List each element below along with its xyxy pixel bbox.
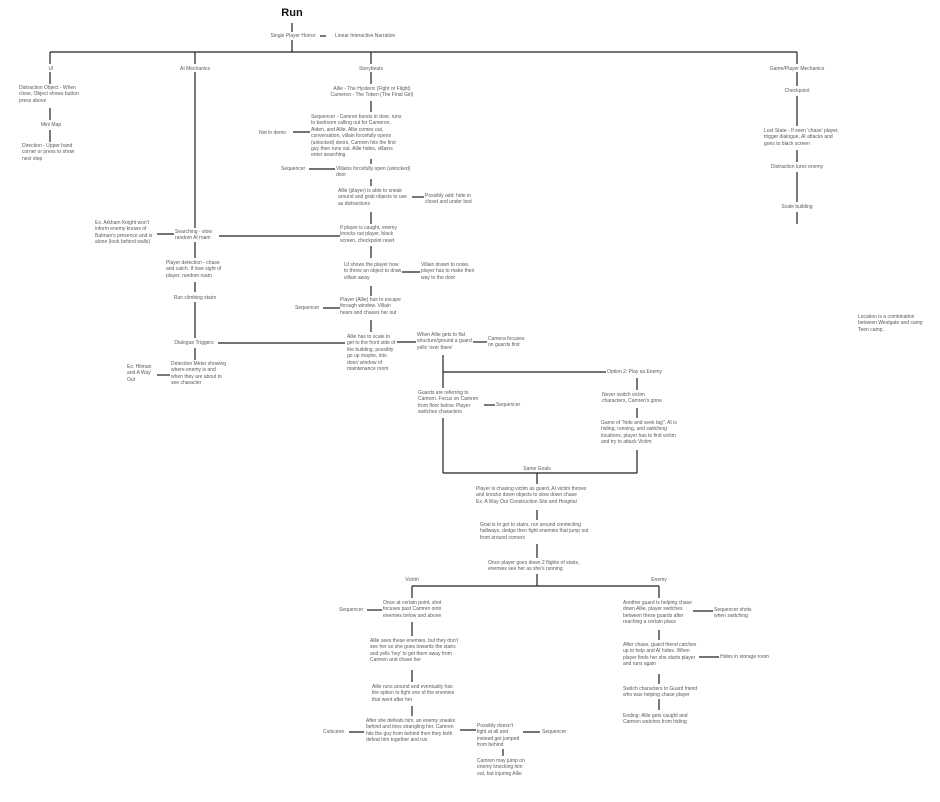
victim-shot-focus: Once at certain point, shot focuses past…	[383, 600, 449, 620]
victim-camren-jump: Camren may jump on enemy knocking him ou…	[477, 758, 531, 778]
story-sequencer-opening: Sequencer - Camren bursts in door, runs …	[311, 114, 403, 159]
victim-defeats-enemy: After she defeats him, an enemy sneaks b…	[366, 718, 460, 744]
victim-cutscene-label: Cutscene	[323, 729, 349, 736]
enemy-switch-characters: Switch characters to Guard friend who wa…	[623, 686, 699, 699]
game-distraction-lures: Distraction lures enemy	[766, 164, 828, 171]
branch-game-mechanics: Game/Player Mechanics	[762, 66, 832, 73]
story-sequencer-label-3: Sequencer	[295, 305, 323, 312]
story-villains-open-door: Villains forcefully open (unlocked) door	[336, 166, 416, 179]
story-victim-label: Victim	[398, 577, 426, 584]
story-hide-closet: Possibly add: hide in closet and under b…	[425, 193, 479, 206]
story-guards-refer: Guards are referring to Camren. Focus on…	[418, 390, 484, 416]
victim-allie-runs: Allie runs around and eventually has the…	[372, 684, 456, 704]
branch-ui: UI	[40, 66, 62, 73]
subtitle-tag: Linear Interactive Narration	[335, 33, 405, 40]
enemy-after-chase: After chase, guard friend catches up to …	[623, 642, 699, 668]
ai-run-climbing-stairs: Run climbing stairs	[166, 295, 224, 302]
story-scale-building: Allie has to scale to get to the front s…	[347, 334, 397, 373]
story-villain-drawn: Villain drawn to noise, player has to ma…	[421, 262, 479, 282]
ui-direction: Direction - Upper hand corner or press t…	[22, 143, 84, 163]
story-chasing-victim: Player is chasing victim as guard, AI vi…	[476, 486, 596, 506]
enemy-sequencer-shots: Sequencer shots when switching	[714, 607, 758, 620]
victim-sequencer-label-2: Sequencer	[542, 729, 570, 736]
story-player-caught: If player is caught, enemy knocks out pl…	[340, 225, 402, 245]
story-enemy-label: Enemy	[644, 577, 674, 584]
ai-searching: Searching - slow random AI roam	[175, 229, 219, 242]
game-checkpoint: Checkpoint	[780, 88, 814, 95]
branch-ai-mechanics: AI Mechanics	[170, 66, 220, 73]
ai-detection-meter: Detection Meter showing where enemy is a…	[171, 361, 227, 387]
branch-storybeats: Storybeats	[349, 66, 393, 73]
story-escape-window: Player (Allie) has to escape through win…	[340, 297, 404, 317]
story-same-goals: Same Goals	[518, 466, 556, 473]
victim-sequencer-label: Sequencer	[339, 607, 367, 614]
ai-hitman-example: Ex. Hitman and A Way Out	[127, 364, 157, 384]
victim-allie-sees: Allie sees these enemies, but they don't…	[370, 638, 460, 664]
story-sequencer-label-4: Sequencer	[496, 402, 524, 409]
story-down-stairs: Once player goes down 2 flights of stair…	[488, 560, 588, 573]
story-ui-throw: UI shows the player how to throw an obje…	[344, 262, 402, 282]
story-allie-sneak: Allie (player) is able to sneak around a…	[338, 188, 412, 208]
game-lost-state: Lost State - If seen 'chase' player, tri…	[764, 128, 840, 148]
ai-dialogue-triggers: Dialogue Triggers	[170, 340, 218, 347]
ai-arkham-example: Ex. Arkham Knight won't inform enemy kno…	[95, 220, 157, 246]
story-sequencer-label-2: Sequencer	[281, 166, 309, 173]
subtitle: Single Player Horror	[266, 33, 320, 40]
story-option-2: Option 2: Play as Enemy	[607, 369, 667, 376]
ai-player-detection: Player detection - chase and catch. If l…	[166, 260, 224, 280]
story-hide-and-seek: Game of "hide and seek tag". AI is hidin…	[601, 420, 677, 446]
story-goal-stairs: Goal is to get to stairs, run around con…	[480, 522, 594, 542]
story-not-in-demo: Not in demo	[259, 130, 293, 137]
game-scale-building: Scale building	[776, 204, 818, 211]
story-camera-focus: Camera focuses on guards first	[488, 336, 530, 349]
location-note: Location is a combination between Westga…	[858, 314, 934, 334]
victim-possibly-jumped: Possibly doesn't fight at all and instea…	[477, 723, 523, 749]
ui-mini-map: Mini Map	[36, 122, 66, 129]
story-characters: Allie - The Hysteric (Fight or Flight) C…	[328, 86, 416, 99]
story-never-switch: Never switch victim characters, Camren's…	[602, 392, 662, 405]
diagram-title: Run	[281, 7, 303, 19]
story-flat-structure: When Allie gets to flat structure/ground…	[417, 332, 473, 352]
enemy-ending: Ending: Allie gets caught and Camren wat…	[623, 713, 699, 726]
enemy-another-guard: Another guard is helping chase down Alli…	[623, 600, 693, 626]
enemy-hides-storage: Hides in storage room	[720, 654, 776, 661]
ui-distraction-object: Distraction Object - When close, Object …	[19, 85, 85, 105]
